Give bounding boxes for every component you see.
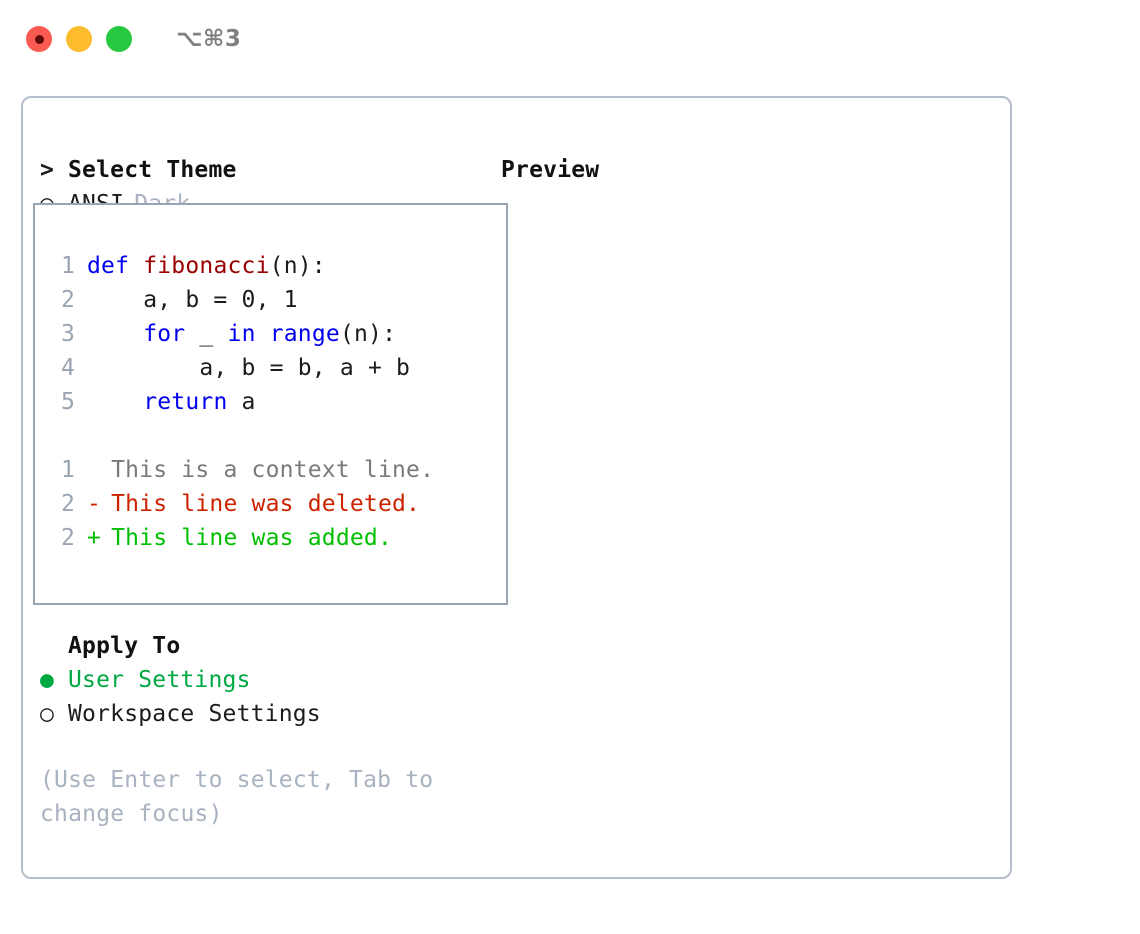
line-number: 5 <box>60 389 75 415</box>
line-number: 2 <box>60 525 75 551</box>
recording-dot-icon <box>34 34 44 44</box>
diff-text: This is a context line. <box>111 457 435 483</box>
diff-line-context: 1 This is a context line. <box>49 453 496 487</box>
preview-panel: Preview <box>501 153 991 187</box>
code-line: 5 return a <box>49 385 496 419</box>
code-token-keyword: def <box>87 253 144 279</box>
code-token-keyword: range <box>269 321 340 347</box>
theme-selector-heading: > Select Theme <box>40 153 480 187</box>
code-token-plain: a <box>227 389 256 415</box>
code-line: 1 def fibonacci (n): <box>49 249 496 283</box>
theme-selector-heading-label: Select Theme <box>68 157 237 183</box>
radio-selected-icon: ● <box>40 667 55 693</box>
diff-sign <box>87 457 101 483</box>
code-token-plain: a, b = 0, 1 <box>87 287 298 313</box>
code-token-keyword: return <box>143 389 228 415</box>
code-token-plain: (n): <box>269 253 326 279</box>
keyboard-hint-text: (Use Enter to select, Tab to change focu… <box>40 767 434 827</box>
preview-heading-label: Preview <box>501 157 600 183</box>
close-button-icon[interactable] <box>26 26 52 52</box>
diff-text: This line was deleted. <box>111 491 421 517</box>
line-number: 1 <box>60 253 75 279</box>
traffic-light-group <box>26 26 146 52</box>
diff-sign: - <box>87 491 102 517</box>
apply-to-option-label: Workspace Settings <box>68 701 321 727</box>
code-token-keyword: in <box>227 321 256 347</box>
code-blank-line <box>49 419 496 453</box>
code-line: 3 for _ in range (n): <box>49 317 496 351</box>
title-bar: ⌥⌘3 <box>0 0 1140 78</box>
line-number: 1 <box>60 457 75 483</box>
diff-text: This line was added. <box>111 525 393 551</box>
apply-to-option-workspace[interactable]: ○ Workspace Settings <box>40 697 480 731</box>
maximize-button-icon[interactable] <box>106 26 132 52</box>
code-line: 2 a, b = 0, 1 <box>49 283 496 317</box>
preview-box: 1 def fibonacci (n): 2 a, b = 0, 1 3 for… <box>33 203 508 605</box>
code-line: 4 a, b = b, a + b <box>49 351 496 385</box>
keyboard-shortcut-label: ⌥⌘3 <box>176 26 242 52</box>
minimize-button-icon[interactable] <box>66 26 92 52</box>
code-token-plain: _ <box>185 321 228 347</box>
code-token-plain: (n): <box>339 321 397 347</box>
radio-unselected-icon: ○ <box>40 701 55 727</box>
code-token-plain <box>256 321 270 347</box>
apply-to-option-label: User Settings <box>68 667 251 693</box>
line-number: 2 <box>60 287 75 313</box>
code-token-plain <box>87 389 143 415</box>
line-number: 4 <box>60 355 75 381</box>
apply-to-heading-label: Apply To <box>68 633 181 659</box>
main-panel: > Select Theme ○ ANSI Dark ○ Atom One Da… <box>21 96 1012 879</box>
code-preview: 1 def fibonacci (n): 2 a, b = 0, 1 3 for… <box>49 249 496 555</box>
line-number: 3 <box>60 321 75 347</box>
code-token-keyword: for <box>143 321 186 347</box>
apply-to-option-user[interactable]: ● User Settings <box>40 663 480 697</box>
line-number: 2 <box>60 491 75 517</box>
code-token-function: fibonacci <box>143 253 270 279</box>
heading-caret-icon: > <box>40 157 55 183</box>
diff-sign: + <box>87 525 102 551</box>
apply-to-heading: Apply To <box>40 629 480 663</box>
diff-line-added: 2 + This line was added. <box>49 521 496 555</box>
code-token-plain <box>87 321 143 347</box>
code-token-plain: a, b = b, a + b <box>87 355 411 381</box>
diff-line-deleted: 2 - This line was deleted. <box>49 487 496 521</box>
